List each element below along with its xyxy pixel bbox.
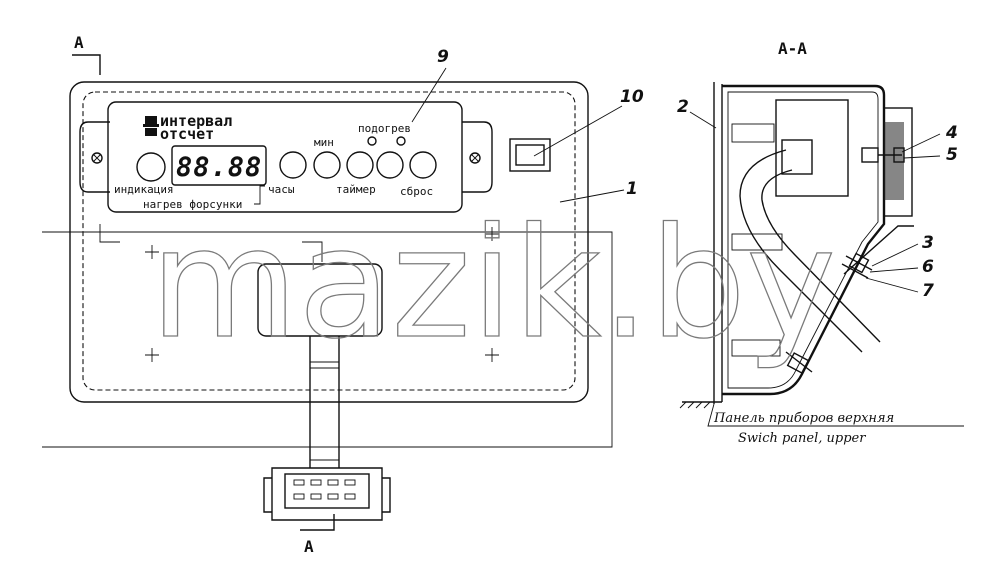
lcd-display	[171, 145, 267, 186]
section-component-3	[731, 339, 781, 357]
section-dashboard-edge	[843, 225, 914, 275]
dashboard-board	[42, 231, 613, 448]
callout-2: 2	[677, 97, 717, 129]
callout-7: 7	[865, 277, 934, 301]
section-view-title: А-А	[778, 39, 807, 58]
reset-label: сброс	[400, 185, 433, 198]
screw-left-icon	[91, 152, 103, 164]
callout-6-label: 6	[922, 257, 934, 277]
module-right-ear	[462, 121, 493, 193]
callout-1: 1	[559, 179, 638, 203]
min-button[interactable]	[313, 151, 341, 179]
section-component-1	[731, 123, 775, 143]
timer-button-2[interactable]	[376, 151, 404, 179]
countdown-label: отсчет	[160, 125, 214, 143]
module-faceplate	[107, 101, 463, 213]
bolt-bottom-icon	[785, 351, 813, 374]
callout-6: 6	[869, 257, 934, 277]
section-cable-outer	[761, 169, 881, 343]
preheat-label: подогрев	[358, 122, 411, 135]
hours-button[interactable]	[279, 151, 307, 179]
section-floor-hatch	[679, 401, 711, 409]
preheat-led-1	[367, 136, 377, 146]
callout-1-label: 1	[626, 179, 638, 199]
indicator-lamp	[509, 138, 551, 172]
plug-connector	[263, 467, 391, 521]
display-module: интервал отсчет 88.88 мин подогрев индик…	[79, 101, 493, 213]
callout-4: 4	[901, 123, 958, 153]
module-left-ear	[79, 121, 110, 193]
caption-ru: Панель приборов верхняя	[713, 411, 894, 426]
section-mark-top: А	[72, 33, 101, 75]
callout-3: 3	[871, 233, 934, 267]
hours-label: часы	[268, 183, 295, 196]
preheat-led-2	[396, 136, 406, 146]
section-internal-block	[775, 99, 849, 197]
callout-9: 9	[411, 47, 449, 123]
mode-indicator-icon	[143, 116, 159, 136]
mounting-marks	[99, 224, 499, 362]
interval-label: интервал	[160, 112, 232, 130]
section-internal-block-small	[781, 139, 813, 175]
callout-5: 5	[903, 145, 958, 165]
callout-9-label: 9	[437, 47, 449, 67]
callout-3-label: 3	[922, 233, 934, 253]
injector-heating-leader	[254, 185, 265, 205]
callout-10-label: 10	[620, 87, 644, 107]
reset-button[interactable]	[409, 151, 437, 179]
lcd-value: 88.88	[176, 152, 262, 183]
indication-button[interactable]	[136, 152, 166, 182]
rear-connector-housing	[257, 263, 383, 337]
watermark-text: mazik.by	[150, 195, 836, 372]
bolt-4-5-icon	[861, 147, 905, 163]
section-view: А-А	[677, 39, 964, 446]
section-housing-inner	[727, 91, 879, 389]
housing-outline	[69, 81, 589, 403]
caption-en: Swich panel, upper	[738, 431, 866, 446]
caption-leader	[707, 403, 964, 427]
section-mark-top-label: А	[74, 33, 84, 52]
caption: Панель приборов верхняя Swich panel, upp…	[707, 403, 964, 446]
indication-label: индикация	[114, 183, 174, 196]
section-component-2	[731, 233, 783, 251]
callout-4-label: 4	[945, 123, 958, 143]
section-front-plate	[713, 82, 723, 404]
timer-label: таймер	[336, 183, 376, 196]
front-view: А интерва	[42, 33, 644, 556]
injector-heating-label: нагрев форсунки	[143, 198, 242, 211]
callout-7-label: 7	[922, 281, 934, 301]
section-mark-bottom: А	[300, 514, 335, 556]
min-label: мин	[314, 136, 334, 149]
callout-2-label: 2	[677, 97, 689, 117]
section-housing-outer	[722, 84, 886, 396]
timer-button[interactable]	[346, 151, 374, 179]
callout-10: 10	[533, 87, 644, 157]
wire-harness	[309, 336, 340, 468]
section-cable-inner	[739, 149, 863, 353]
housing-dashed-contour	[82, 91, 576, 391]
screw-right-icon	[469, 152, 481, 164]
callout-5-label: 5	[946, 145, 958, 165]
section-mark-bottom-label: А	[304, 537, 314, 556]
